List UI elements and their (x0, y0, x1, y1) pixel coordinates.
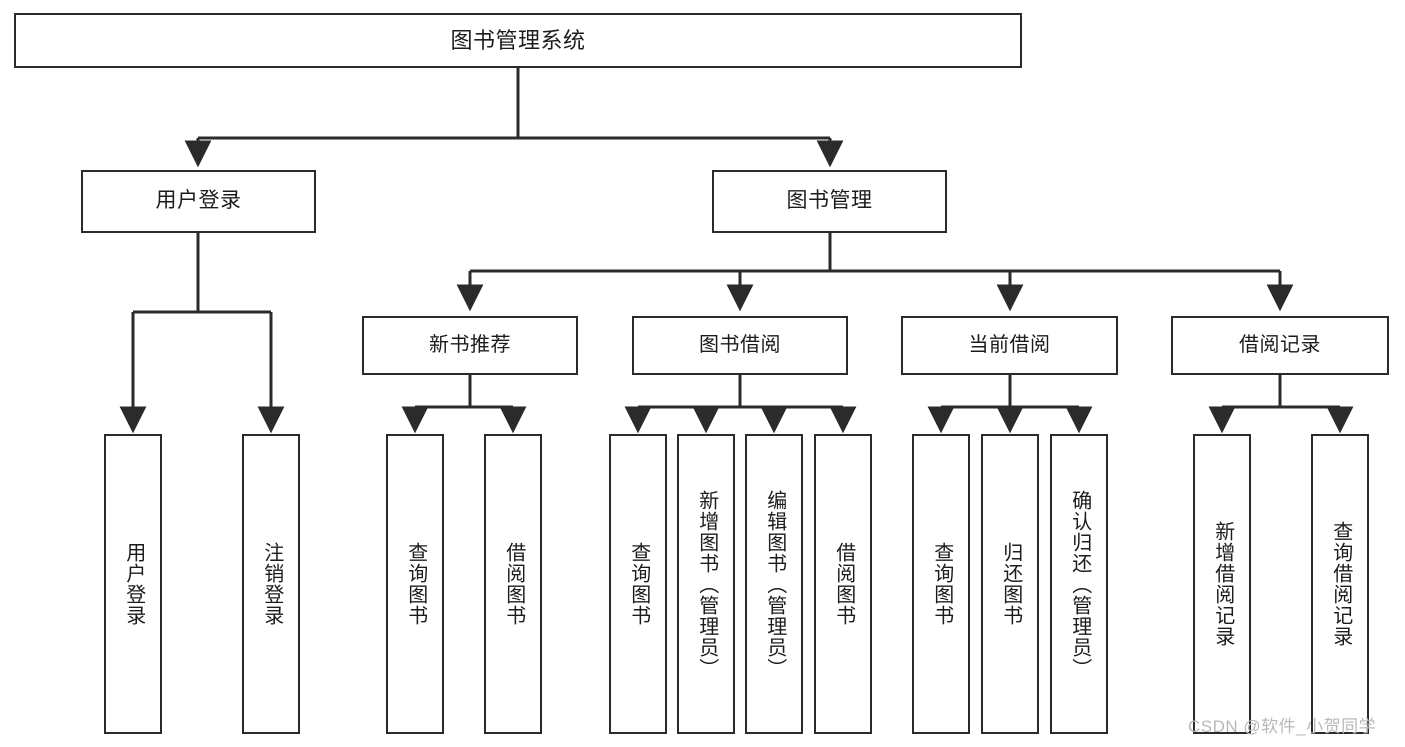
node-label: 借阅记录 (1239, 334, 1321, 356)
leaf-query-record[interactable]: 查询借阅记录 (1311, 434, 1369, 734)
node-label: 用户登录 (155, 189, 242, 213)
node-book-management-system[interactable]: 图书管理系统 (14, 13, 1022, 68)
node-label: 图书管理 (786, 189, 873, 213)
leaf-label: 查询图书 (627, 542, 650, 626)
leaf-query-book-3[interactable]: 查询图书 (912, 434, 970, 734)
node-label: 图书管理系统 (450, 27, 586, 53)
leaf-borrow-book-2[interactable]: 借阅图书 (814, 434, 872, 734)
leaf-label: 查询借阅记录 (1329, 521, 1352, 647)
leaf-label: 新增借阅记录 (1211, 521, 1234, 647)
node-label: 图书借阅 (699, 334, 781, 356)
node-borrow-record[interactable]: 借阅记录 (1171, 316, 1389, 375)
leaf-add-book[interactable]: 新增图书（管理员） (677, 434, 735, 734)
leaf-label: 借阅图书 (832, 542, 855, 626)
node-new-book-recommend[interactable]: 新书推荐 (362, 316, 578, 375)
node-user-login[interactable]: 用户登录 (81, 170, 316, 233)
leaf-borrow-book-1[interactable]: 借阅图书 (484, 434, 542, 734)
node-label: 当前借阅 (968, 334, 1051, 356)
leaf-return-book[interactable]: 归还图书 (981, 434, 1039, 734)
leaf-logout-login[interactable]: 注销登录 (242, 434, 300, 734)
leaf-label: 注销登录 (260, 542, 283, 626)
leaf-label: 查询图书 (930, 542, 953, 626)
leaf-label: 借阅图书 (502, 542, 525, 626)
node-book-manage[interactable]: 图书管理 (712, 170, 947, 233)
leaf-label: 确认归还（管理员） (1068, 489, 1091, 679)
leaf-label: 新增图书（管理员） (695, 489, 718, 679)
node-book-borrow[interactable]: 图书借阅 (632, 316, 848, 375)
leaf-query-book-1[interactable]: 查询图书 (386, 434, 444, 734)
node-label: 新书推荐 (429, 334, 511, 356)
leaf-label: 编辑图书（管理员） (763, 489, 786, 679)
node-current-borrow[interactable]: 当前借阅 (901, 316, 1118, 375)
leaf-edit-book[interactable]: 编辑图书（管理员） (745, 434, 803, 734)
leaf-add-record[interactable]: 新增借阅记录 (1193, 434, 1251, 734)
leaf-query-book-2[interactable]: 查询图书 (609, 434, 667, 734)
leaf-confirm-return[interactable]: 确认归还（管理员） (1050, 434, 1108, 734)
leaf-user-login[interactable]: 用户登录 (104, 434, 162, 734)
leaf-label: 用户登录 (122, 542, 145, 626)
csdn-watermark: CSDN @软件_小贺同学 (1188, 717, 1377, 736)
leaf-label: 查询图书 (404, 542, 427, 626)
leaf-label: 归还图书 (999, 542, 1022, 626)
